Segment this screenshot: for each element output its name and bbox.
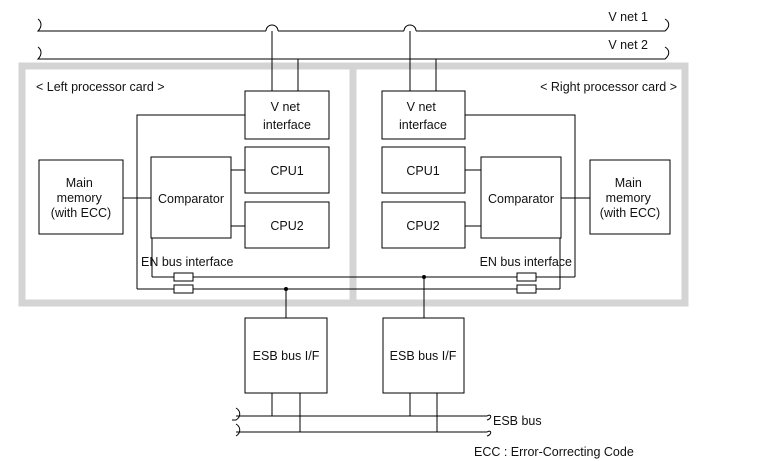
- right-vnet-interface-label: V net interface: [399, 100, 447, 132]
- right-cpu1-box: [381, 146, 466, 194]
- right-esb-bus-if-label: ESB bus I/F: [390, 349, 457, 363]
- left-esb-bus-if-label: ESB bus I/F: [253, 349, 320, 363]
- right-en-bus-connector-upper: [516, 272, 537, 282]
- vnet2-label: V net 2: [608, 38, 648, 52]
- right-cpu2-box: [381, 201, 466, 249]
- left-vnet-to-bus-wire: [136, 114, 245, 289]
- vnet1-label: V net 1: [608, 10, 648, 24]
- left-main-memory-box: [38, 159, 124, 235]
- esb-bus-line-upper: [232, 407, 492, 421]
- right-cpu1-label: CPU1: [406, 164, 439, 178]
- left-main-memory-label: Main memory (with ECC): [51, 176, 111, 220]
- ecc-footnote: ECC : Error-Correcting Code: [474, 445, 634, 459]
- right-en-bus-connector-lower: [516, 284, 537, 294]
- right-esb-bus-if-box: [382, 317, 465, 394]
- right-main-memory-label: Main memory (with ECC): [600, 176, 660, 220]
- right-comparator-box: [480, 156, 562, 239]
- right-en-bus-interface-label: EN bus interface: [480, 255, 572, 269]
- right-vnet-to-bus-wire: [465, 114, 576, 277]
- right-cpu2-label: CPU2: [406, 219, 439, 233]
- vnet2-bus-line: [36, 46, 670, 60]
- left-vnet-interface-label: V net interface: [263, 100, 311, 132]
- vnet1-bus-line: [36, 18, 670, 32]
- right-processor-card: [349, 62, 689, 307]
- right-comparator-label: Comparator: [488, 192, 554, 206]
- left-en-bus-connector-lower: [173, 284, 194, 294]
- right-vnet-interface-box: [381, 90, 466, 140]
- left-en-bus-interface-label: EN bus interface: [141, 255, 233, 269]
- left-cpu1-label: CPU1: [270, 164, 303, 178]
- left-cpu2-label: CPU2: [270, 219, 303, 233]
- right-main-memory-box: [589, 159, 671, 235]
- left-cpu1-box: [244, 146, 330, 194]
- left-card-title: < Left processor card >: [36, 80, 165, 94]
- esb-bus-line-lower: [235, 423, 492, 437]
- left-cpu2-box: [244, 201, 330, 249]
- left-comparator-box: [150, 156, 232, 239]
- right-card-title: < Right processor card >: [540, 80, 677, 94]
- left-esb-bus-if-box: [244, 317, 328, 394]
- left-comparator-label: Comparator: [158, 192, 224, 206]
- left-vnet-interface-box: [244, 90, 330, 140]
- esb-bus-label: ESB bus: [493, 414, 542, 428]
- left-en-bus-connector-upper: [173, 272, 194, 282]
